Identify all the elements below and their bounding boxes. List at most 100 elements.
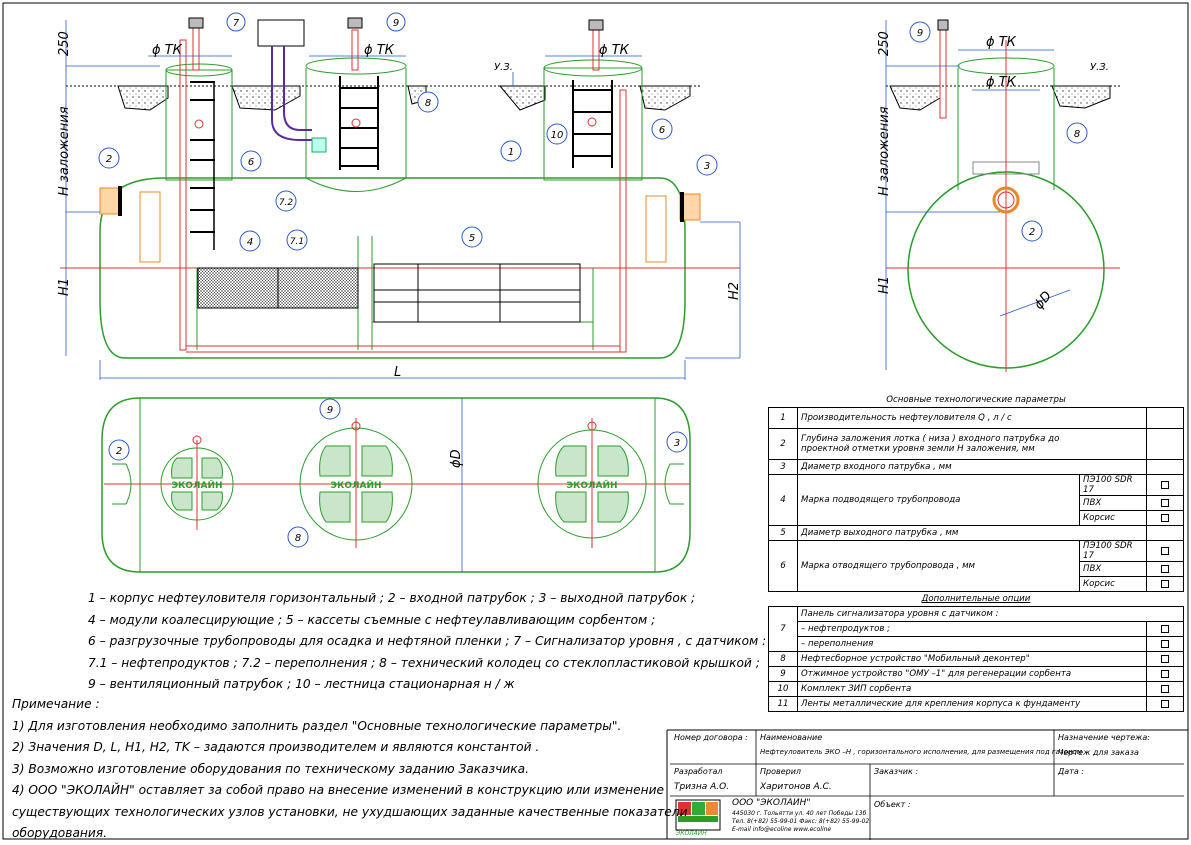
dim-tk-side2: ϕ ТК bbox=[986, 75, 1017, 90]
legend-line: 6 – разгрузочные трубопроводы для осадка… bbox=[88, 634, 767, 648]
sorbent-cassettes bbox=[373, 263, 581, 323]
note-line: 3) Возможно изготовление оборудования по… bbox=[12, 761, 529, 776]
checkbox-opt-9[interactable] bbox=[1161, 669, 1169, 678]
checker-label: Проверил bbox=[760, 767, 802, 776]
purpose-label: Назначение чертежа: bbox=[1058, 733, 1150, 742]
param-input-3[interactable] bbox=[1146, 459, 1184, 475]
note-line: 2) Значения D, L, H1, H2, TK – задаются … bbox=[12, 740, 540, 754]
customer-label: Заказчик : bbox=[874, 767, 919, 776]
side-view bbox=[886, 40, 1120, 372]
checkbox-pvc-out[interactable] bbox=[1161, 564, 1169, 573]
options-header: Дополнительные опции bbox=[768, 591, 1184, 607]
callout-7: 7 bbox=[233, 18, 240, 29]
params-header: Основные технологические параметры bbox=[768, 393, 1184, 408]
dim-250: 250 bbox=[57, 31, 72, 56]
callout-2-side: 2 bbox=[1029, 227, 1035, 238]
checkbox-opt-8[interactable] bbox=[1161, 654, 1169, 663]
callout-9-side: 9 bbox=[917, 28, 923, 39]
ladder-left bbox=[190, 81, 215, 250]
title-block-grid bbox=[670, 730, 1184, 840]
title-block: Номер договора : Наименование Нефтеулови… bbox=[670, 730, 1184, 840]
front-view bbox=[60, 57, 740, 359]
callout-3-top: 3 bbox=[674, 438, 680, 449]
note-line: существующих технологических узлов устан… bbox=[12, 804, 688, 819]
ladder-center bbox=[339, 76, 379, 170]
callout-7-2: 7.2 bbox=[279, 198, 294, 208]
notes: Примечание : 1) Для изготовления необход… bbox=[12, 694, 688, 845]
dim-d-side: ϕD bbox=[1032, 289, 1055, 313]
checkbox-korsis-out[interactable] bbox=[1161, 579, 1169, 588]
ground-level-side: У.З. bbox=[1090, 62, 1109, 73]
soil-left bbox=[117, 85, 169, 111]
callout-8-side: 8 bbox=[1074, 129, 1080, 140]
param-input-5[interactable] bbox=[1146, 525, 1184, 541]
legend-line: 9 – вентиляционный патрубок ; 10 – лестн… bbox=[88, 677, 515, 691]
dim-d-top: ϕD bbox=[449, 449, 464, 468]
callout-9: 9 bbox=[393, 18, 399, 29]
checkbox-pe100-in[interactable] bbox=[1161, 480, 1169, 489]
tank-body bbox=[99, 177, 686, 359]
date-label: Дата : bbox=[1058, 767, 1084, 776]
param-input-2[interactable] bbox=[1146, 428, 1184, 460]
company-logo bbox=[675, 799, 721, 831]
note-line: оборудования. bbox=[12, 826, 108, 840]
developer: Тризна А.О. bbox=[674, 782, 730, 792]
callout-6: 6 bbox=[248, 157, 254, 168]
callout-4: 4 bbox=[247, 237, 253, 248]
checkbox-opt-7a[interactable] bbox=[1161, 624, 1169, 633]
outlet-pipe bbox=[645, 193, 701, 263]
level-alarm-box bbox=[257, 19, 305, 47]
dim-h1-side: H1 bbox=[877, 276, 892, 294]
checkbox-pvc-in[interactable] bbox=[1161, 498, 1169, 507]
callout-10: 10 bbox=[551, 130, 564, 141]
dim-tk-side: ϕ ТК bbox=[986, 35, 1017, 50]
ladder-right bbox=[572, 80, 613, 168]
dim-250-side: 250 bbox=[877, 31, 892, 56]
company-name: ООО "ЭКОЛАЙН" bbox=[732, 798, 811, 808]
callout-3: 3 bbox=[704, 161, 710, 172]
dim-hzal: H заложения bbox=[57, 106, 72, 196]
company-address: 445030 г. Тольятти ул. 40 лет Победы 13б bbox=[732, 810, 867, 817]
legend: 1 – корпус нефтеуловителя горизонтальный… bbox=[88, 588, 767, 696]
checkbox-korsis-in[interactable] bbox=[1161, 513, 1169, 522]
dim-h1: H1 bbox=[57, 278, 72, 296]
callout-2: 2 bbox=[106, 154, 112, 165]
checkbox-opt-7b[interactable] bbox=[1161, 639, 1169, 648]
brand-center: ЭКОЛАЙН bbox=[330, 479, 381, 491]
dim-tk-center: ϕ ТК bbox=[364, 43, 395, 58]
vent-caps bbox=[188, 17, 604, 31]
well-center bbox=[305, 68, 407, 192]
purpose: Чертеж для заказа bbox=[1058, 748, 1139, 757]
contract-label: Номер договора : bbox=[674, 733, 748, 742]
brand-left: ЭКОЛАЙН bbox=[171, 479, 222, 491]
developer-label: Разработал bbox=[674, 767, 723, 776]
callout-6b: 6 bbox=[659, 125, 665, 136]
notes-title: Примечание : bbox=[12, 697, 100, 711]
company-phone: Тел. 8(+82) 55-99-01 Факс: 8(+82) 55-99-… bbox=[732, 818, 870, 825]
param-input-1[interactable] bbox=[1146, 407, 1184, 429]
legend-line: 1 – корпус нефтеуловителя горизонтальный… bbox=[88, 591, 696, 605]
brand-right: ЭКОЛАЙН bbox=[566, 479, 617, 491]
callout-9-top: 9 bbox=[327, 405, 333, 416]
inlet-pipe bbox=[99, 187, 161, 263]
legend-line: 7.1 – нефтепродуктов ; 7.2 – переполнени… bbox=[88, 655, 760, 670]
callout-8-top: 8 bbox=[295, 533, 301, 544]
name-label: Наименование bbox=[760, 733, 823, 742]
dim-h2: H2 bbox=[727, 282, 742, 300]
logo-text: ЭКОЛАЙН bbox=[676, 830, 707, 837]
legend-line: 4 – модули коалесцирующие ; 5 – кассеты … bbox=[88, 612, 656, 627]
checkbox-opt-10[interactable] bbox=[1161, 684, 1169, 693]
note-line: 4) ООО "ЭКОЛАЙН" оставляет за собой прав… bbox=[12, 783, 665, 797]
callout-8: 8 bbox=[425, 98, 431, 109]
callout-7-1: 7.1 bbox=[290, 237, 304, 247]
dim-tk-right: ϕ ТК bbox=[599, 43, 630, 58]
callout-1: 1 bbox=[508, 147, 514, 158]
dim-hzal-side: H заложения bbox=[877, 106, 892, 196]
object-label: Объект : bbox=[874, 800, 911, 809]
checkbox-pe100-out[interactable] bbox=[1161, 546, 1169, 555]
checker: Харитонов А.С. bbox=[760, 782, 832, 792]
checkbox-opt-11[interactable] bbox=[1161, 699, 1169, 708]
